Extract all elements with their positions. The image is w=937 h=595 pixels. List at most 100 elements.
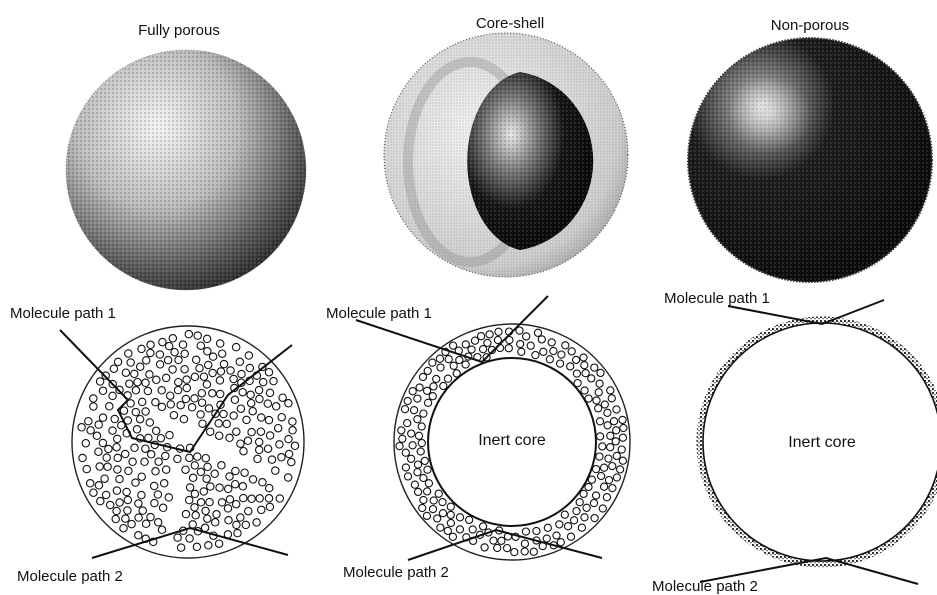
- small-particle: [521, 540, 528, 547]
- small-particle: [266, 432, 273, 439]
- small-particle: [248, 428, 255, 435]
- small-particle: [170, 412, 177, 419]
- small-particle: [114, 466, 121, 473]
- small-particle: [246, 364, 253, 371]
- small-particle: [237, 405, 244, 412]
- small-particle: [285, 450, 292, 457]
- core-shell-sphere: [384, 33, 628, 277]
- small-particle: [215, 420, 222, 427]
- small-particle: [167, 392, 174, 399]
- small-particle: [213, 511, 220, 518]
- small-particle: [155, 458, 162, 465]
- small-particle: [83, 465, 90, 472]
- small-particle: [216, 377, 223, 384]
- small-particle: [200, 488, 207, 495]
- small-particle: [505, 345, 512, 352]
- small-particle: [593, 397, 600, 404]
- small-particle: [578, 524, 585, 531]
- core-shell-cross-section: Inert core: [356, 296, 630, 560]
- small-particle: [146, 419, 153, 426]
- small-particle: [174, 455, 181, 462]
- small-particle: [285, 435, 292, 442]
- small-particle: [101, 475, 108, 482]
- small-particle: [85, 418, 92, 425]
- small-particle: [440, 382, 447, 389]
- small-particle: [181, 366, 188, 373]
- small-particle: [99, 387, 106, 394]
- small-particle: [182, 395, 189, 402]
- small-particle: [456, 356, 463, 363]
- small-particle: [239, 389, 246, 396]
- small-particle: [197, 411, 204, 418]
- small-particle: [90, 403, 97, 410]
- small-particle: [256, 395, 263, 402]
- small-particle: [437, 364, 444, 371]
- small-particle: [409, 388, 416, 395]
- small-particle: [135, 514, 142, 521]
- title-core-shell: Core-shell: [476, 15, 544, 32]
- small-particle: [122, 369, 129, 376]
- small-particle: [114, 454, 121, 461]
- small-particle: [201, 524, 208, 531]
- small-particle: [597, 369, 604, 376]
- small-particle: [165, 494, 172, 501]
- small-particle: [112, 515, 119, 522]
- small-particle: [191, 462, 198, 469]
- small-particle: [216, 432, 223, 439]
- small-particle: [421, 457, 428, 464]
- small-particle: [257, 428, 264, 435]
- small-particle: [264, 400, 271, 407]
- small-particle: [411, 407, 418, 414]
- small-particle: [240, 448, 247, 455]
- small-particle: [225, 485, 232, 492]
- small-particle: [486, 331, 493, 338]
- small-particle: [596, 380, 603, 387]
- small-particle: [212, 519, 219, 526]
- small-particle: [243, 416, 250, 423]
- path2-label-non-porous: Molecule path 2: [652, 578, 758, 595]
- small-particle: [582, 370, 589, 377]
- small-particle: [156, 351, 163, 358]
- small-particle: [437, 524, 444, 531]
- small-particle: [111, 415, 118, 422]
- small-particle: [198, 390, 205, 397]
- small-particle: [116, 475, 123, 482]
- small-particle: [447, 511, 454, 518]
- small-particle: [556, 521, 563, 528]
- small-particle: [132, 479, 139, 486]
- small-particle: [186, 496, 193, 503]
- small-particle: [181, 350, 188, 357]
- small-particle: [143, 357, 150, 364]
- small-particle: [123, 488, 130, 495]
- small-particle: [610, 418, 617, 425]
- small-particle: [607, 444, 614, 451]
- small-particle: [211, 470, 218, 477]
- small-particle: [159, 338, 166, 345]
- small-particle: [423, 512, 430, 519]
- small-particle: [599, 505, 606, 512]
- small-particle: [608, 395, 615, 402]
- small-particle: [430, 383, 437, 390]
- small-particle: [131, 370, 138, 377]
- small-particle: [601, 401, 608, 408]
- small-particle: [142, 445, 149, 452]
- small-particle: [613, 474, 620, 481]
- small-particle: [276, 495, 283, 502]
- small-particle: [265, 416, 272, 423]
- small-particle: [124, 496, 131, 503]
- core-label: Inert core: [788, 434, 856, 451]
- small-particle: [588, 375, 595, 382]
- small-particle: [186, 454, 193, 461]
- small-particle: [189, 474, 196, 481]
- non-porous-sphere: [688, 38, 932, 282]
- small-particle: [107, 501, 114, 508]
- small-particle: [147, 341, 154, 348]
- title-non-porous: Non-porous: [771, 17, 849, 34]
- small-particle: [136, 416, 143, 423]
- small-particle: [439, 499, 446, 506]
- small-particle: [203, 335, 210, 342]
- small-particle: [414, 461, 421, 468]
- small-particle: [237, 514, 244, 521]
- small-particle: [133, 426, 140, 433]
